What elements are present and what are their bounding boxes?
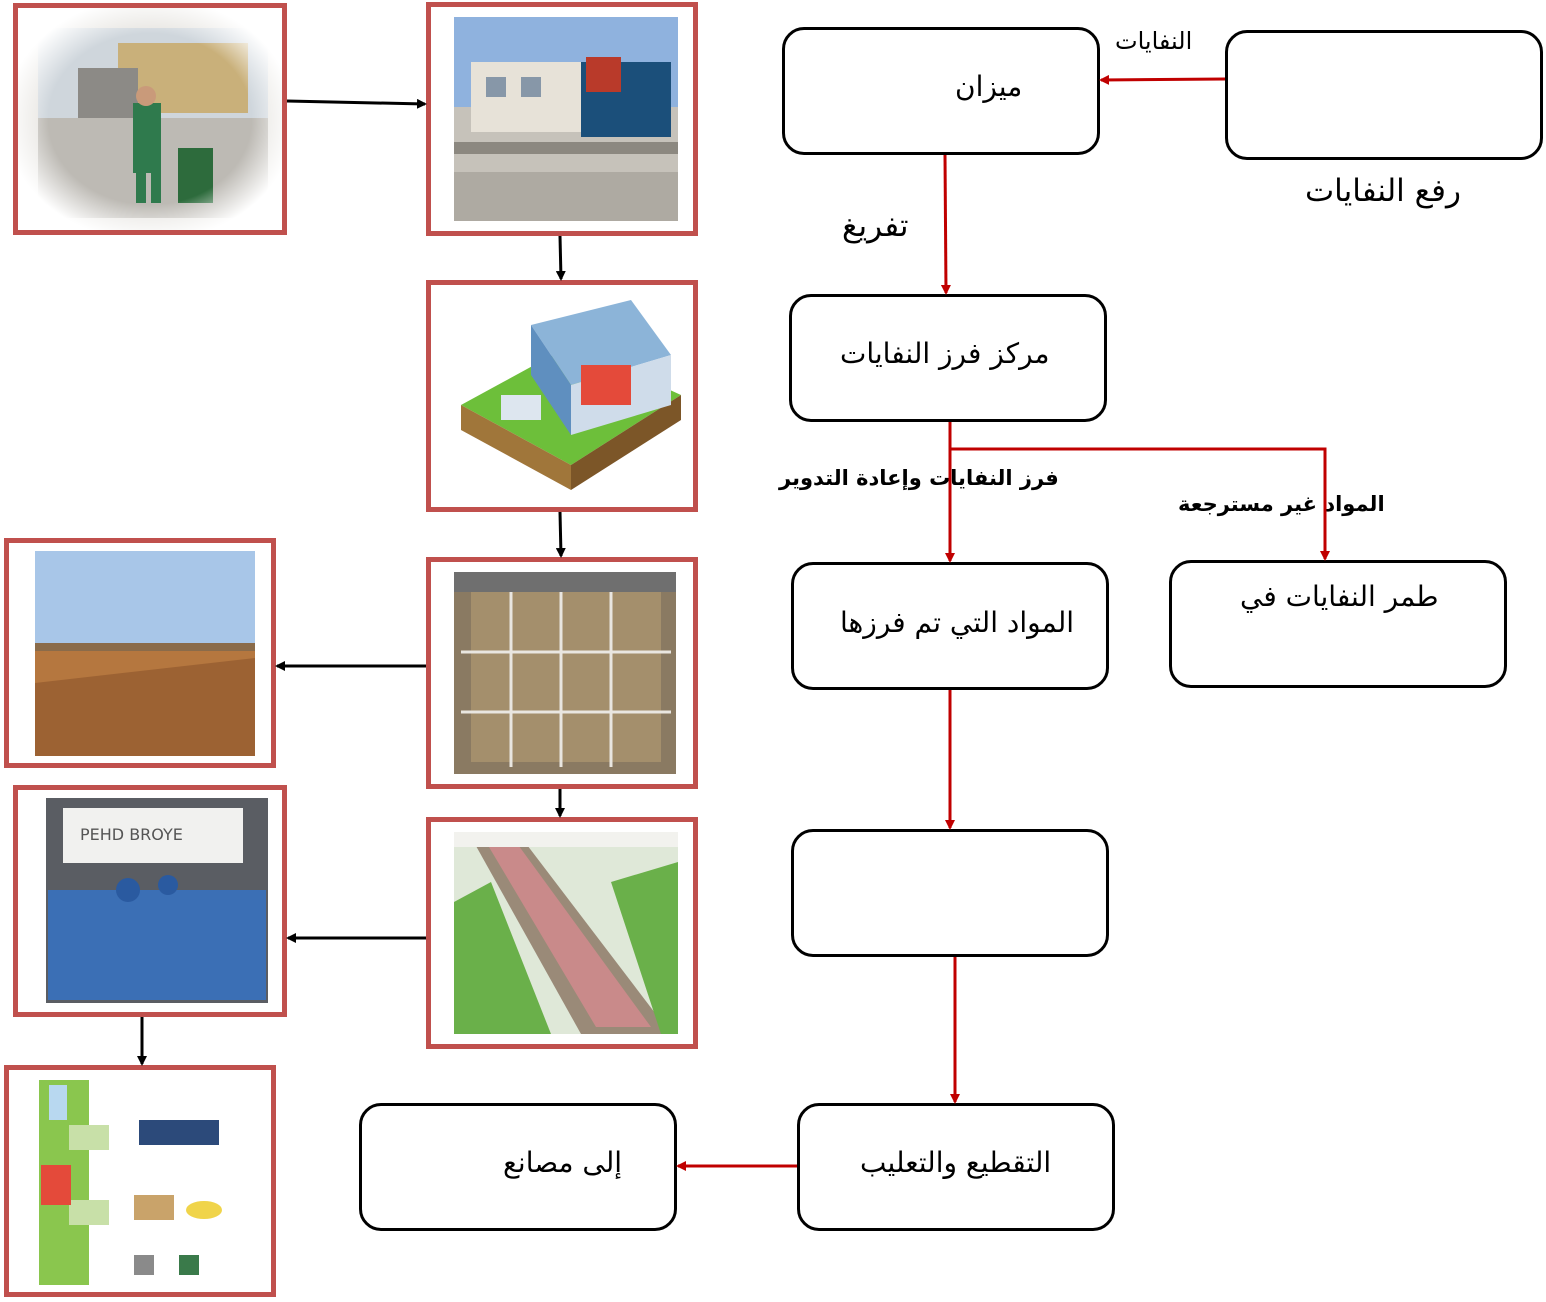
arrow-photo3-to-photo4 — [555, 511, 566, 558]
photo-landfill-site — [4, 538, 276, 768]
tafrigh-edge-label: تفريغ — [842, 208, 909, 244]
photo-sorting-center-illustration — [426, 280, 698, 512]
photo-cardboard-bales — [426, 557, 698, 789]
mizan-label: ميزان — [955, 70, 1023, 103]
tamr-label: طمر النفايات في — [1240, 580, 1439, 613]
photo-sorting-conveyor-belt — [426, 817, 698, 1049]
box-mawad-furizat — [791, 562, 1109, 690]
box-empty — [791, 829, 1109, 957]
arrow-markaz-to-tamr — [950, 447, 1330, 561]
arrow-photo2-to-photo3 — [555, 235, 566, 281]
photo-shredded-pehd-plastic: PEHD BROYE — [13, 785, 287, 1017]
mawad-label: المواد التي تم فرزها — [840, 606, 1075, 639]
markaz-label: مركز فرز النفايات — [840, 337, 1050, 370]
box-markaz-farz — [789, 294, 1107, 422]
ghayr-edge-label: المواد غير مسترجعة — [1178, 492, 1385, 516]
pehd-sign-text: PEHD BROYE — [80, 825, 183, 844]
box-masane — [359, 1103, 677, 1231]
arrow-raf-to-mizan — [1099, 74, 1226, 85]
raf-label: رفع النفايات — [1305, 173, 1461, 209]
box-tamr — [1169, 560, 1507, 688]
photo-weighbridge-truck — [426, 2, 698, 236]
photo-worker-collecting-bins — [13, 3, 287, 235]
taqti-label: التقطيع والتعليب — [860, 1146, 1052, 1179]
box-raf-nafayat — [1225, 30, 1543, 160]
photo-recycled-products — [4, 1065, 276, 1297]
nafayat-edge-label: النفايات — [1115, 27, 1193, 55]
arrow-photo1-to-photo2 — [286, 98, 427, 109]
box-taqti — [797, 1103, 1115, 1231]
masane-label: إلى مصانع — [503, 1146, 623, 1179]
arrow-mizan-to-markaz — [940, 154, 951, 295]
box-mizan — [782, 27, 1100, 155]
farz-edge-label: فرز النفايات وإعادة التدوير — [779, 466, 1059, 490]
